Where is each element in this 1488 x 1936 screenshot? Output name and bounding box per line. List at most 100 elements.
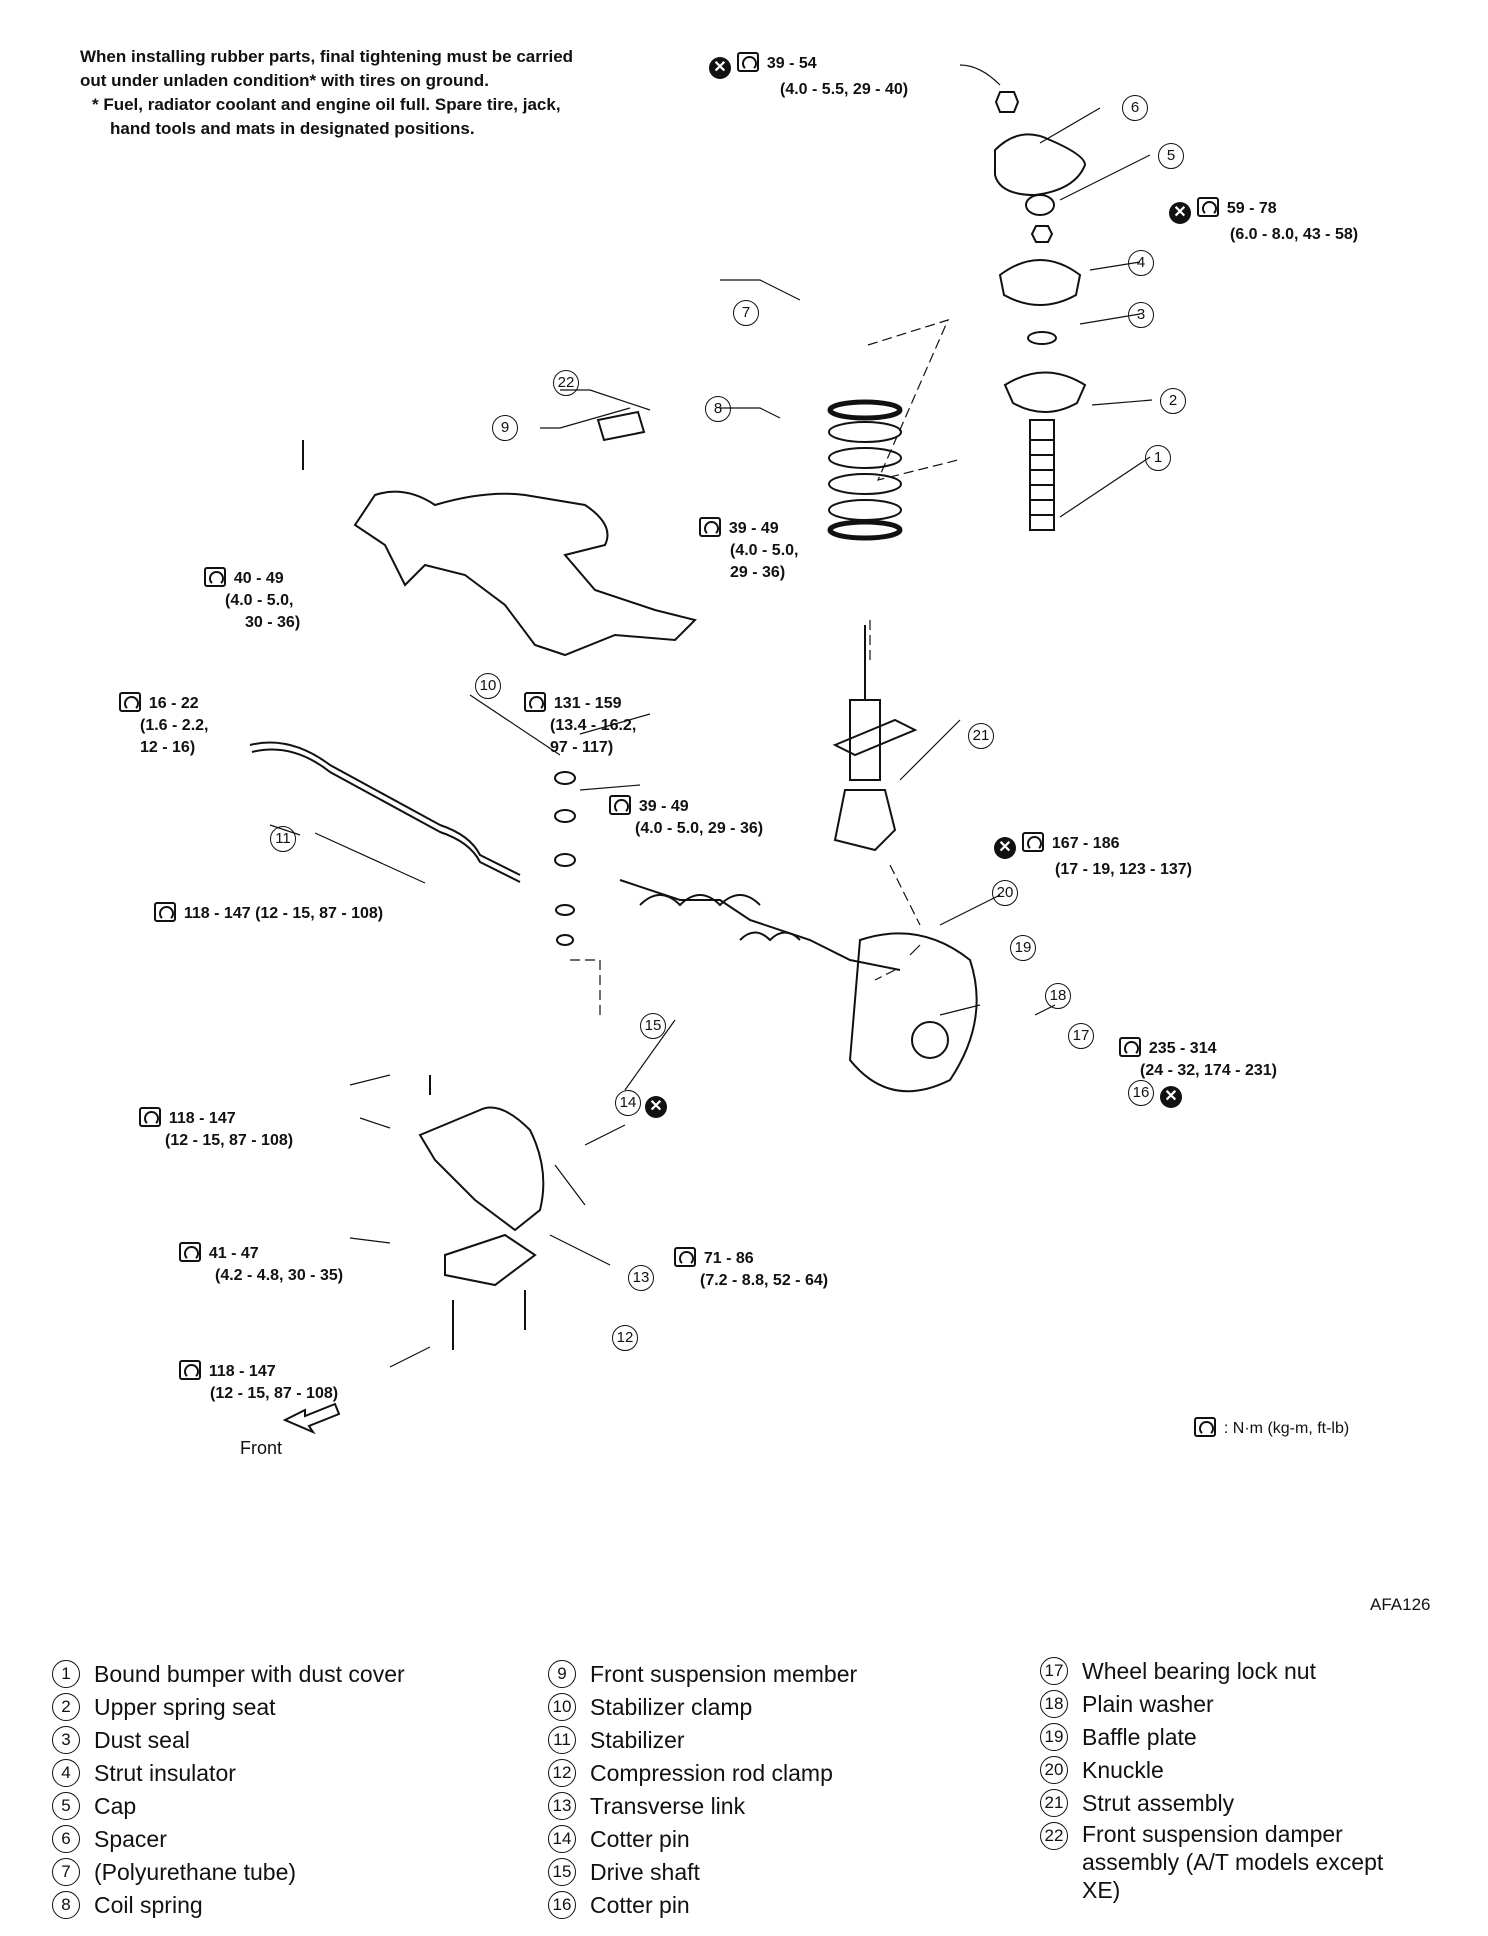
callout-7: 7	[733, 300, 759, 326]
torque-icon	[153, 902, 176, 922]
torque-label: 39 - 49(4.0 - 5.0, 29 - 36)	[600, 773, 763, 840]
torque-label: 118 - 147(12 - 15, 87 - 108)	[130, 1085, 293, 1152]
torque-icon	[523, 692, 546, 712]
replace-icon: ✕	[1160, 1086, 1182, 1108]
installation-note: When installing rubber parts, final tigh…	[80, 45, 600, 141]
clamp-part	[444, 1233, 537, 1287]
callout-1: 1	[1145, 445, 1171, 471]
front-arrow-icon	[282, 1402, 341, 1435]
note-line-2: * Fuel, radiator coolant and engine oil …	[92, 95, 561, 138]
top-nut	[994, 91, 1020, 113]
hub-part	[911, 1021, 949, 1059]
transverse-link-part	[418, 1106, 545, 1232]
replace-icon: ✕	[708, 57, 731, 79]
stabilizer-part	[249, 741, 521, 876]
torque-icon	[1021, 832, 1044, 852]
callout-6: 6	[1122, 95, 1148, 121]
legend-item: 7(Polyurethane tube)	[52, 1856, 492, 1889]
driveshaft-part	[619, 879, 901, 971]
torque-icon	[608, 795, 631, 815]
bound-bumper-part	[1029, 419, 1055, 531]
torque-icon	[178, 1360, 201, 1380]
torque-icon	[1193, 1417, 1216, 1437]
replace-icon: ✕	[1168, 202, 1191, 224]
upper-spring-seat-part	[1003, 371, 1087, 413]
callout-12: 12	[612, 1325, 638, 1351]
note-line-1: When installing rubber parts, final tigh…	[80, 47, 574, 90]
callout-3: 3	[1128, 302, 1154, 328]
torque-label: 118 - 147 (12 - 15, 87 - 108)	[145, 880, 383, 925]
front-label: Front	[240, 1438, 283, 1458]
torque-icon	[698, 517, 721, 537]
torque-label: 16 - 22(1.6 - 2.2,12 - 16)	[110, 670, 208, 759]
torque-icon	[203, 567, 226, 587]
cap-part	[1025, 194, 1055, 216]
torque-icon	[138, 1107, 161, 1127]
suspension-member-part	[353, 490, 697, 657]
callout-16: 16✕	[1128, 1080, 1188, 1108]
torque-label: 41 - 47(4.2 - 4.8, 30 - 35)	[170, 1220, 343, 1287]
torque-icon	[736, 52, 759, 72]
callout-9: 9	[492, 415, 518, 441]
torque-icon	[1118, 1037, 1141, 1057]
callout-19: 19	[1010, 935, 1036, 961]
torque-label: 118 - 147(12 - 15, 87 - 108)	[170, 1338, 338, 1405]
baffle-plate-part	[848, 932, 978, 1093]
damper-part	[596, 410, 646, 442]
torque-label: ✕39 - 54(4.0 - 5.5, 29 - 40)	[700, 30, 908, 101]
strut-body	[849, 699, 881, 781]
callout-8: 8	[705, 396, 731, 422]
callout-4: 4	[1128, 250, 1154, 276]
torque-label: 131 - 159(13.4 - 16.2,97 - 117)	[515, 670, 636, 759]
callout-10: 10	[475, 673, 501, 699]
callout-11: 11	[270, 826, 296, 852]
torque-icon	[673, 1247, 696, 1267]
torque-label: ✕59 - 78(6.0 - 8.0, 43 - 58)	[1160, 175, 1358, 246]
unit-note: : N·m (kg-m, ft-lb)	[1185, 1395, 1349, 1440]
torque-icon	[178, 1242, 201, 1262]
callout-14: 14✕	[615, 1090, 673, 1118]
callout-20: 20	[992, 880, 1018, 906]
replace-icon: ✕	[993, 837, 1016, 859]
callout-22: 22	[553, 370, 579, 396]
callout-2: 2	[1160, 388, 1186, 414]
callout-17: 17	[1068, 1023, 1094, 1049]
spacer-part	[994, 133, 1087, 197]
figure-code: AFA126	[1370, 1595, 1431, 1614]
strut-insulator-part	[998, 259, 1082, 306]
torque-label: ✕167 - 186(17 - 19, 123 - 137)	[985, 810, 1192, 881]
torque-label: 39 - 49(4.0 - 5.0,29 - 36)	[690, 495, 798, 584]
callout-18: 18	[1045, 983, 1071, 1009]
callout-15: 15	[640, 1013, 666, 1039]
torque-label: 40 - 49(4.0 - 5.0,30 - 36)	[195, 545, 300, 634]
replace-icon: ✕	[645, 1096, 667, 1118]
spring-coil	[827, 399, 903, 421]
torque-icon	[118, 692, 141, 712]
dust-seal-part	[1027, 331, 1057, 345]
callout-5: 5	[1158, 143, 1184, 169]
callout-13: 13	[628, 1265, 654, 1291]
